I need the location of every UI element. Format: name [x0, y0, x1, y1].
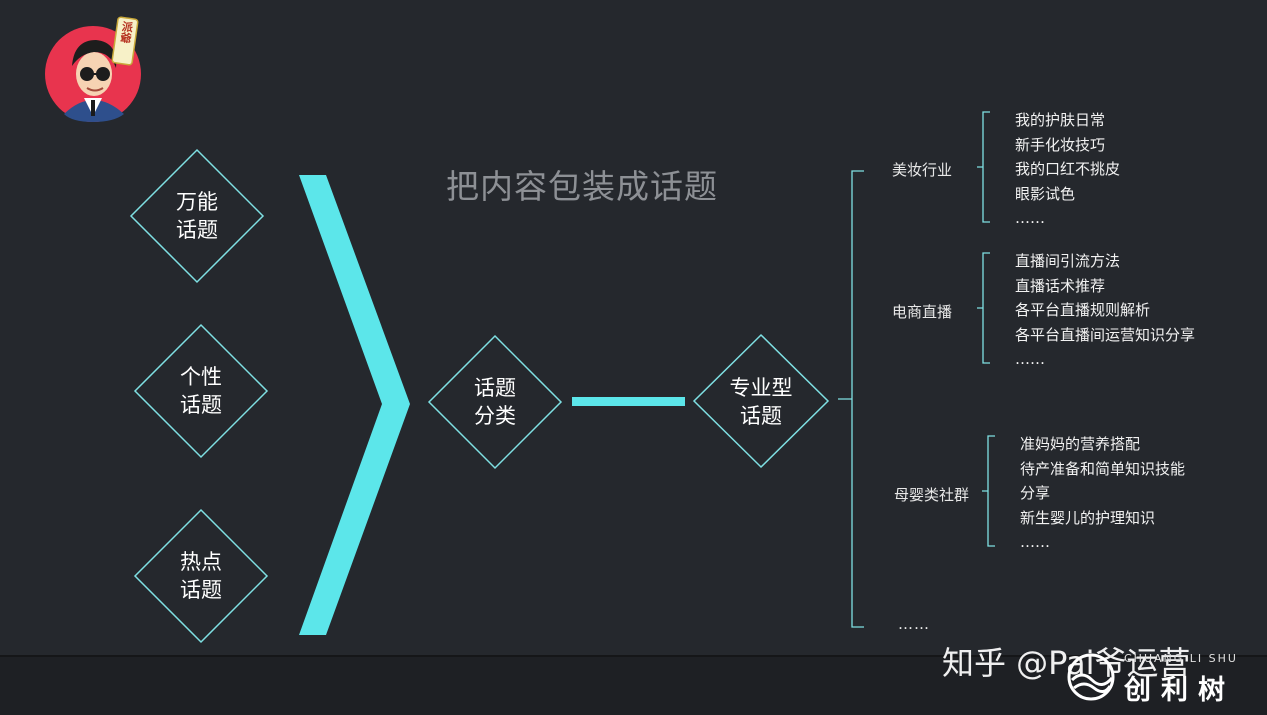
bracket-ecommerce	[977, 252, 990, 364]
avatar-logo: 派爺	[45, 16, 141, 122]
main-bracket	[838, 170, 864, 628]
category-beauty: 美妆行业	[892, 161, 953, 179]
label-hot-topic: 热点 话题	[180, 550, 222, 602]
bracket-maternity	[982, 435, 995, 547]
trailing-more: ……	[898, 615, 930, 633]
list-item: 待产准备和简单知识技能	[1020, 459, 1186, 478]
connector-bar	[572, 397, 685, 406]
label-professional-topic: 专业型 话题	[729, 376, 793, 428]
list-item: 直播话术推荐	[1015, 276, 1106, 295]
list-item: 我的口红不挑皮	[1015, 160, 1121, 178]
brand-subtitle: CHUANG LI SHU	[1124, 652, 1238, 665]
label-personal-topic: 个性 话题	[180, 365, 222, 417]
diamond-hot-topic	[133, 508, 269, 644]
category-ecommerce: 电商直播	[892, 303, 953, 321]
list-item: ……	[1020, 533, 1050, 551]
list-item: 直播间引流方法	[1015, 252, 1121, 270]
category-maternity: 母婴类社群	[894, 486, 970, 504]
list-item: 分享	[1020, 484, 1051, 502]
brand-name: 创利树	[1124, 675, 1235, 706]
list-item: 各平台直播间运营知识分享	[1015, 325, 1196, 344]
list-item: 新手化妆技巧	[1015, 135, 1106, 154]
bracket-beauty	[977, 111, 990, 223]
label-topic-category: 话题 分类	[474, 376, 516, 428]
diamond-universal-topic	[129, 148, 265, 284]
list-item: 新生婴儿的护理知识	[1020, 508, 1156, 527]
diamond-personal-topic	[133, 323, 269, 459]
list-item: ……	[1015, 209, 1045, 227]
chevron-arrow	[299, 175, 410, 635]
slide-canvas	[0, 0, 1267, 655]
category-maternity-items: 准妈妈的营养搭配 待产准备和简单知识技能 分享 新生婴儿的护理知识 ……	[1020, 432, 1185, 555]
avatar-badge-text: 派爺	[118, 20, 135, 45]
diagram-shapes	[129, 111, 995, 644]
category-beauty-items: 我的护肤日常 新手化妆技巧 我的口红不挑皮 眼影试色 ……	[1015, 108, 1120, 231]
bottom-strip	[0, 655, 1267, 715]
list-item: 各平台直播规则解析	[1015, 301, 1151, 319]
watermark-text: 知乎 @Pai爷运营	[942, 644, 1191, 682]
category-ecommerce-items: 直播间引流方法 直播话术推荐 各平台直播规则解析 各平台直播间运营知识分享 ……	[1015, 249, 1195, 372]
list-item: 我的护肤日常	[1015, 111, 1106, 129]
diagram-title: 把内容包装成话题	[446, 167, 718, 206]
diamond-topic-category	[427, 334, 563, 470]
diamond-professional-topic	[692, 333, 830, 469]
brand-logo-icon	[1067, 653, 1115, 701]
list-item: ……	[1015, 350, 1045, 368]
list-item: 准妈妈的营养搭配	[1020, 435, 1141, 453]
list-item: 眼影试色	[1015, 184, 1076, 203]
label-universal-topic: 万能 话题	[176, 190, 218, 242]
